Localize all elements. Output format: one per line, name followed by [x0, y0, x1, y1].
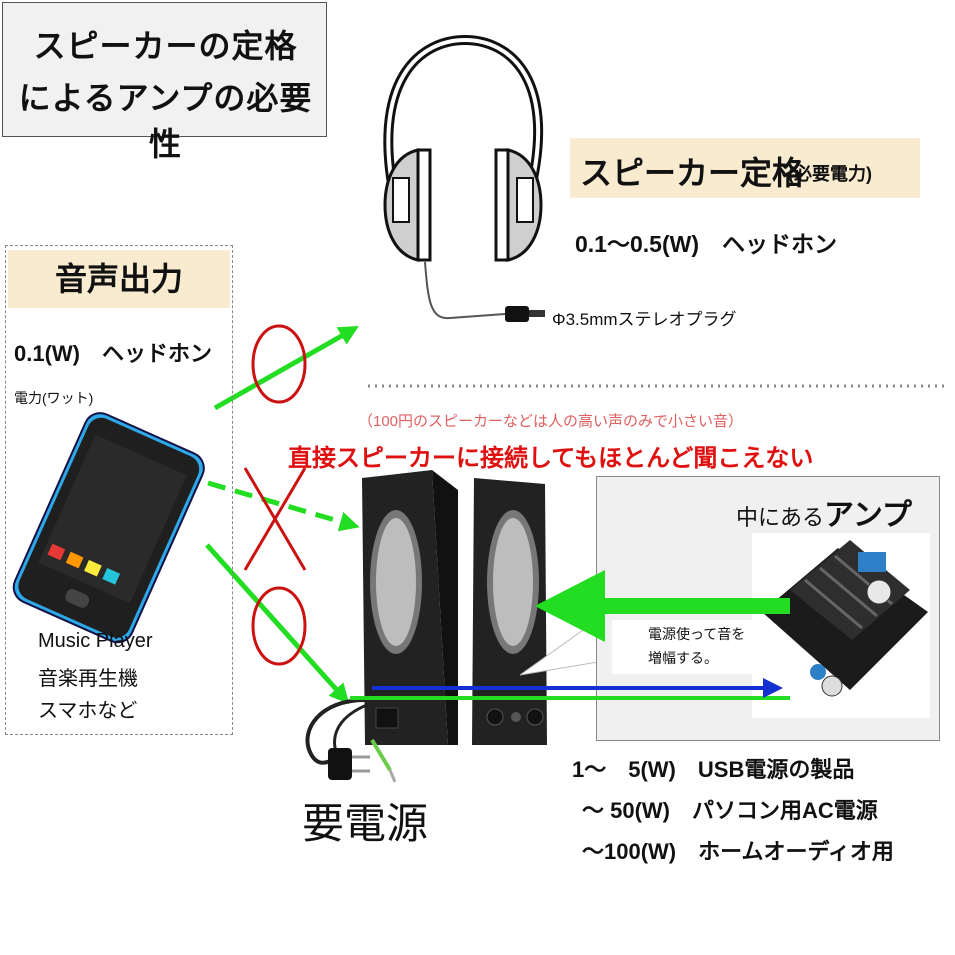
device-line-2: 音楽再生機 — [38, 668, 138, 690]
amp-caption-line-2: 増幅する。 — [648, 650, 718, 666]
amp-caption-line-1: 電源使って音を — [648, 626, 746, 642]
output-spec: 0.1(W) ヘッドホン — [14, 341, 213, 366]
arrow-to-speaker-dashed — [207, 480, 360, 532]
ok-circle-icon — [251, 586, 307, 666]
rating-line-1: 1〜 5(W) USB電源の製品 — [572, 757, 855, 782]
speaker-right-icon — [472, 478, 547, 745]
smartphone-icon — [12, 412, 205, 644]
audio-output-header: 音声出力 — [8, 250, 230, 308]
amplifier-photo-bg — [752, 533, 930, 718]
warning-note: （100円のスピーカーなどは人の高い声のみで小さい音） — [358, 413, 744, 430]
rating-line-3: 〜100(W) ホームオーディオ用 — [582, 839, 894, 864]
headphone-spec: 0.1〜0.5(W) ヘッドホン — [575, 231, 837, 257]
amp-title-prefix: 中にある — [736, 505, 825, 530]
speaker-rating-sub: (必要電力) — [788, 164, 872, 184]
speaker-rating-header: スピーカー定格 (必要電力) — [570, 138, 920, 198]
cross-icon — [243, 467, 307, 571]
power-required-label: 要電源 — [302, 799, 429, 848]
amp-title: 中にあるアンプ — [736, 490, 912, 534]
headphones-icon — [383, 34, 545, 322]
device-line-1: Music Player — [38, 630, 153, 652]
plug-label: Φ3.5mmステレオプラグ — [552, 310, 737, 329]
arrow-to-headphones — [213, 326, 359, 411]
amp-title-main: アンプ — [824, 499, 912, 532]
title-box: スピーカーの定格 によるアンプの必要性 — [2, 2, 327, 163]
title-line-1: スピーカーの定格 — [33, 27, 298, 65]
amp-caption-box: 電源使って音を 増幅する。 — [612, 620, 762, 674]
power-plug-icon — [305, 698, 397, 783]
speaker-left-icon — [362, 470, 458, 745]
speaker-rating-title: スピーカー定格 — [580, 155, 805, 191]
warning-main: 直接スピーカーに接続してもほとんど聞こえない — [288, 445, 814, 472]
audio-output-panel — [5, 245, 233, 735]
arrow-to-amp-input — [205, 543, 350, 704]
title-line-2: によるアンプの必要性 — [18, 79, 313, 163]
rating-line-2: 〜 50(W) パソコン用AC電源 — [582, 798, 878, 823]
power-note: 電力(ワット) — [14, 390, 94, 406]
ok-circle-icon — [251, 324, 307, 404]
device-line-3: スマホなど — [38, 700, 138, 722]
